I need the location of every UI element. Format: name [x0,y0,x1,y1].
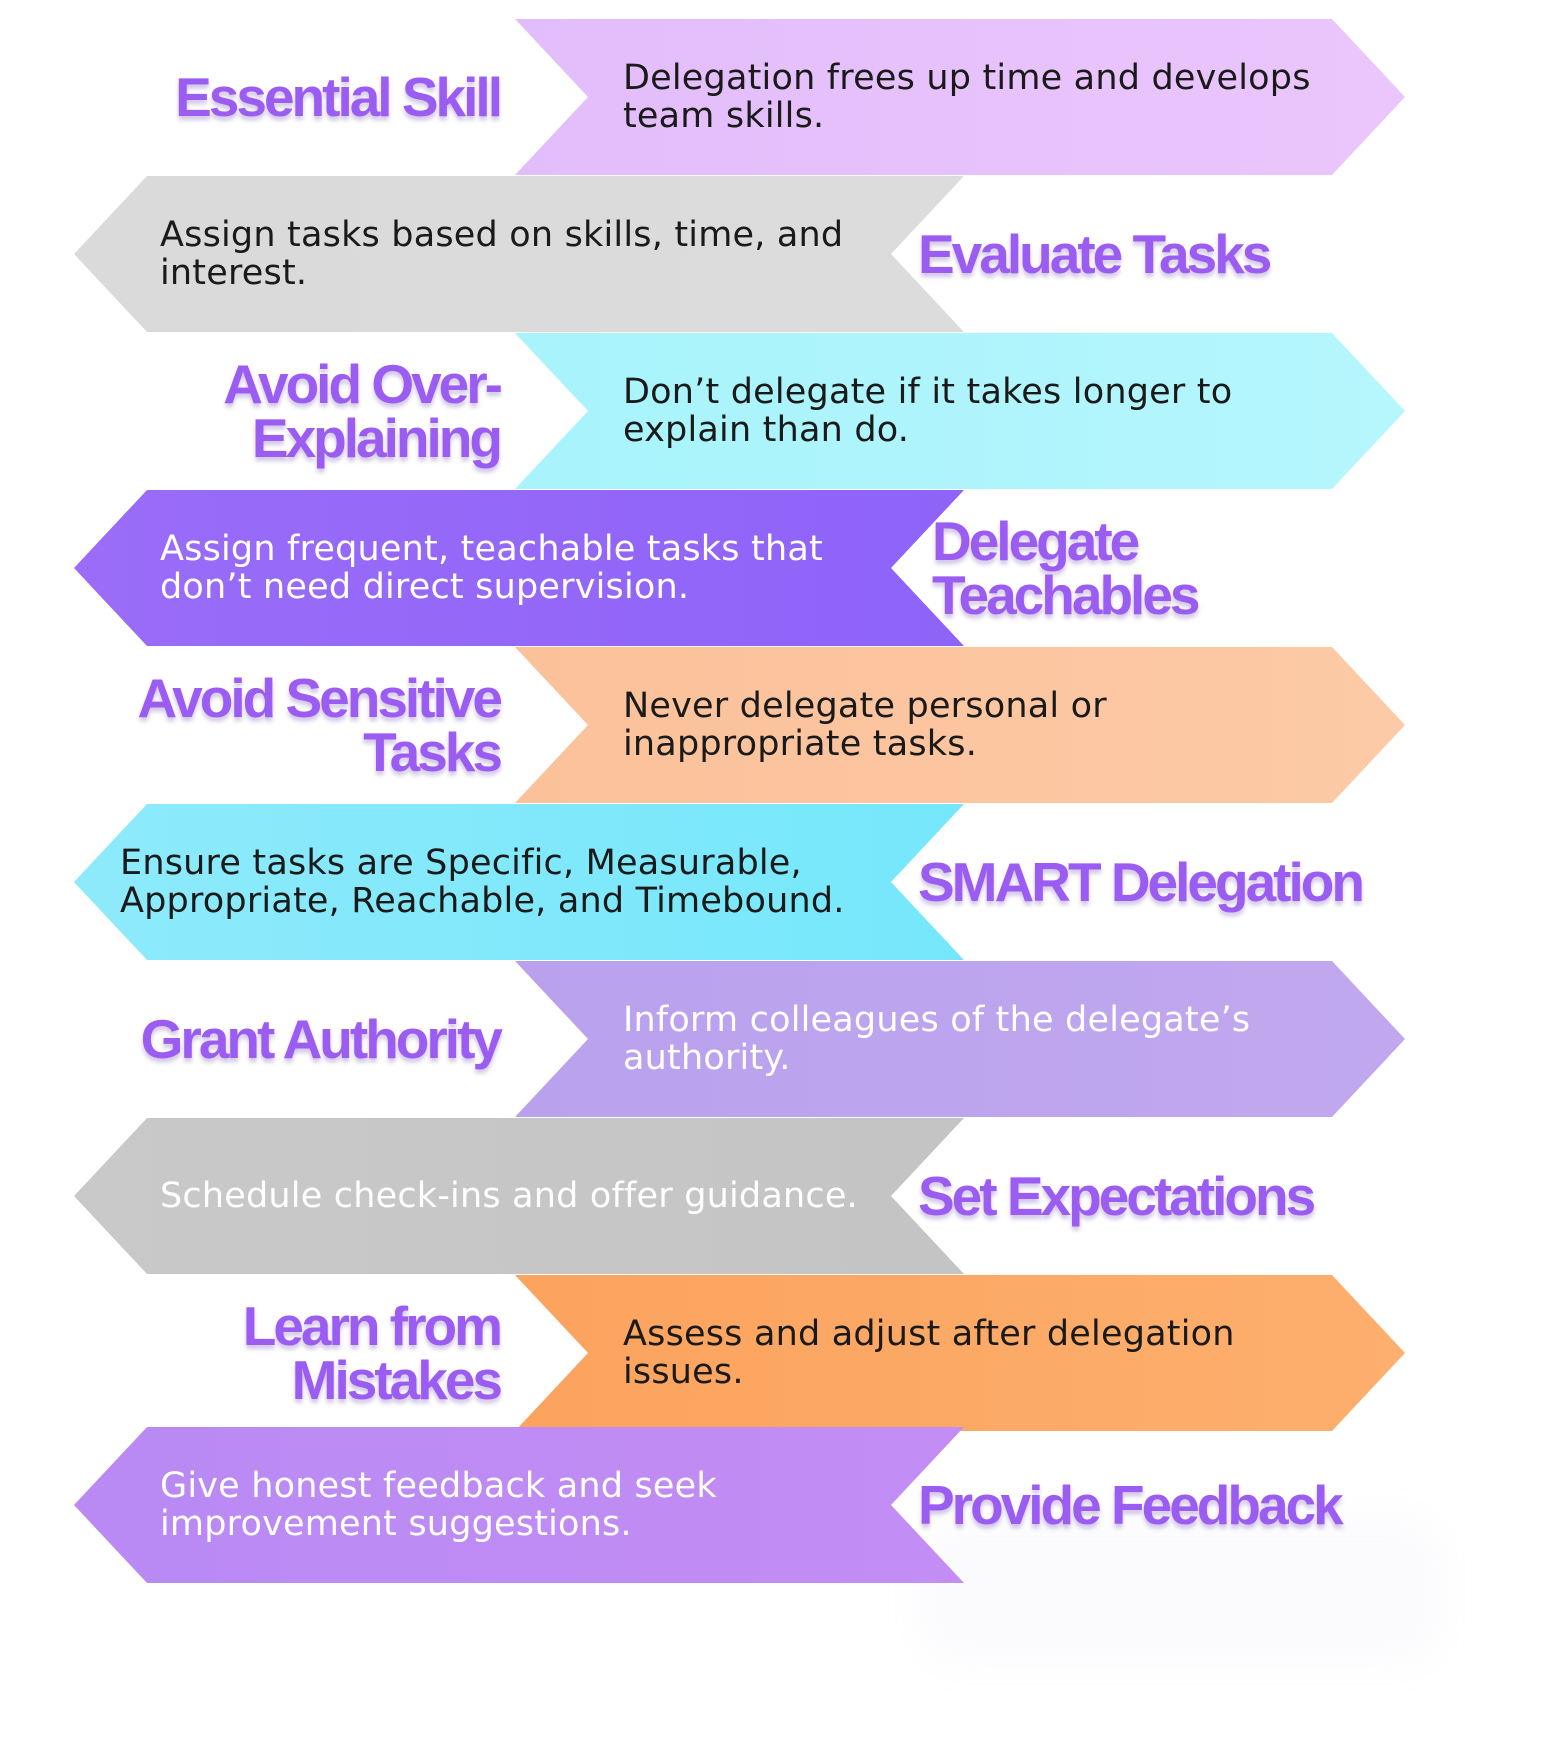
step-title: Avoid Over-Explaining [30,333,503,489]
background-shadow [920,1520,1440,1660]
step-title: Grant Authority [40,961,503,1117]
step-title-text: Avoid Over-Explaining [223,353,503,469]
step-row-smart-delegation: Ensure tasks are Specific, Measurable, A… [0,804,1552,960]
step-title: Evaluate Tasks [918,176,1438,332]
step-description: Don’t delegate if it takes longer to exp… [623,372,1233,450]
step-description: Ensure tasks are Specific, Measurable, A… [120,843,845,921]
step-arrow-band: Don’t delegate if it takes longer to exp… [515,333,1405,489]
step-row-delegate-teachables: Assign frequent, teachable tasks that do… [0,490,1552,646]
step-row-avoid-over-explaining: Avoid Over-Explaining Don’t delegate if … [0,333,1552,489]
step-title-text: Delegate Teachables [932,510,1201,626]
step-row-evaluate-tasks: Assign tasks based on skills, time, and … [0,176,1552,332]
step-arrow-band: Schedule check-ins and offer guidance. [74,1118,964,1274]
step-row-provide-feedback: Give honest feedback and seek improvemen… [0,1427,1552,1583]
step-description: Assign frequent, teachable tasks that do… [160,529,823,607]
step-title: Essential Skill [40,19,503,175]
step-arrow-band: Assess and adjust after delegation issue… [515,1275,1405,1431]
step-arrow-band: Never delegate personal or inappropriate… [515,647,1405,803]
step-description: Assign tasks based on skills, time, and … [160,215,844,293]
step-row-set-expectations: Schedule check-ins and offer guidance. S… [0,1118,1552,1274]
step-title: Avoid Sensitive Tasks [40,647,503,803]
step-title: Learn from Mistakes [40,1275,503,1431]
step-title-text: SMART Delegation [918,851,1365,913]
step-row-grant-authority: Grant Authority Inform colleagues of the… [0,961,1552,1117]
step-description: Inform colleagues of the delegate’s auth… [623,1000,1251,1078]
step-description: Schedule check-ins and offer guidance. [160,1176,858,1216]
step-title: SMART Delegation [918,804,1438,960]
step-row-avoid-sensitive-tasks: Avoid Sensitive Tasks Never delegate per… [0,647,1552,803]
step-description: Assess and adjust after delegation issue… [623,1314,1235,1392]
step-arrow-band: Give honest feedback and seek improvemen… [74,1427,964,1583]
step-title-text: Essential Skill [175,66,503,128]
step-title-text: Grant Authority [140,1008,503,1070]
step-title-text: Provide Feedback [918,1474,1344,1536]
step-row-learn-from-mistakes: Learn from Mistakes Assess and adjust af… [0,1275,1552,1431]
step-title-text: Evaluate Tasks [918,223,1272,285]
step-title: Set Expectations [918,1118,1438,1274]
step-title-text: Set Expectations [918,1165,1316,1227]
step-description: Never delegate personal or inappropriate… [623,686,1107,764]
step-arrow-band: Ensure tasks are Specific, Measurable, A… [74,804,964,960]
step-title-text: Avoid Sensitive Tasks [137,667,503,783]
step-row-essential-skill: Essential Skill Delegation frees up time… [0,19,1552,175]
step-description: Give honest feedback and seek improvemen… [160,1466,717,1544]
step-description: Delegation frees up time and develops te… [623,58,1311,136]
step-arrow-band: Assign frequent, teachable tasks that do… [74,490,964,646]
step-title-text: Learn from Mistakes [242,1295,503,1411]
step-arrow-band: Delegation frees up time and develops te… [515,19,1405,175]
step-arrow-band: Assign tasks based on skills, time, and … [74,176,964,332]
step-title: Provide Feedback [918,1427,1438,1583]
step-arrow-band: Inform colleagues of the delegate’s auth… [515,961,1405,1117]
step-title: Delegate Teachables [932,490,1452,646]
